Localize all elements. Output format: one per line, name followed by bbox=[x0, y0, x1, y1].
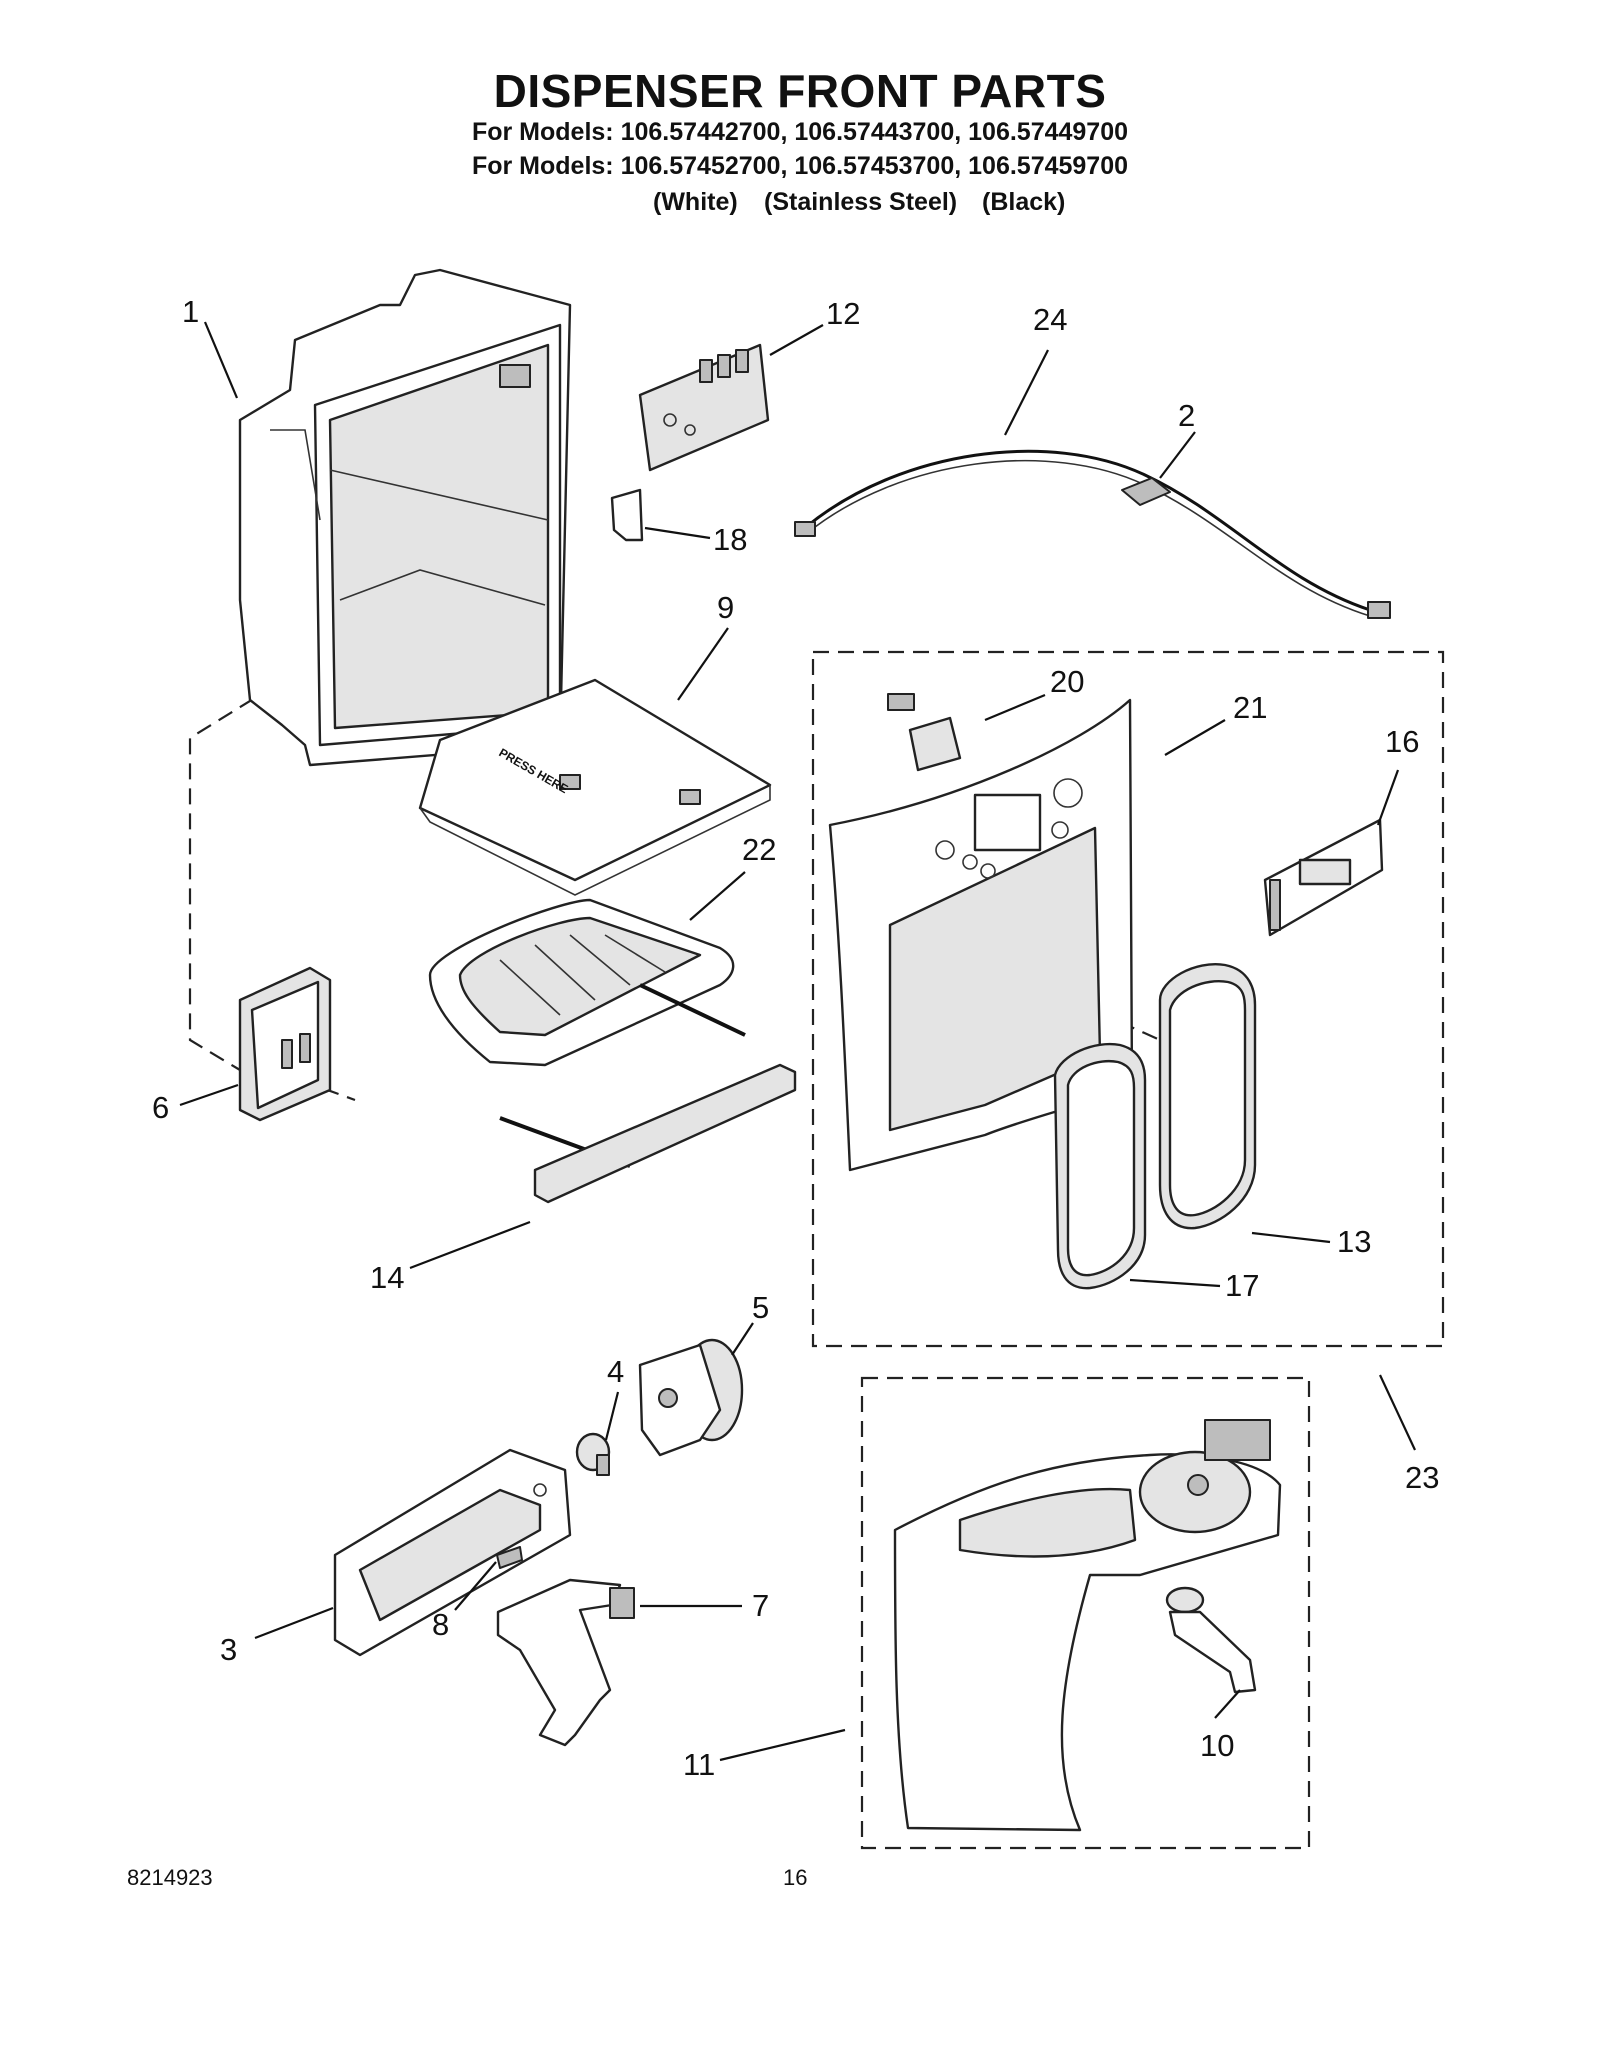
callout-4: 4 bbox=[607, 1354, 624, 1389]
part-21-front-panel bbox=[828, 698, 1134, 1172]
part-10-water-nozzle bbox=[1165, 1586, 1257, 1694]
callout-2: 2 bbox=[1178, 398, 1195, 433]
models-line-2: For Models: 106.57452700, 106.57453700, … bbox=[471, 152, 1129, 180]
color-black-label: (Black) bbox=[982, 188, 1066, 216]
part-22-drip-tray bbox=[428, 898, 735, 1067]
assembly-box-23 bbox=[811, 650, 1445, 1348]
callout-8: 8 bbox=[432, 1607, 449, 1642]
part-11-ice-chute bbox=[893, 1419, 1282, 1832]
part-13-ice-paddle bbox=[1158, 963, 1257, 1230]
part-9-actuator-plate: PRESS HERE bbox=[418, 678, 772, 896]
callout-9: 9 bbox=[717, 590, 734, 625]
callout-10: 10 bbox=[1200, 1728, 1234, 1763]
document-number: 8214923 bbox=[127, 1865, 213, 1890]
callout-24: 24 bbox=[1033, 302, 1067, 337]
callout-21: 21 bbox=[1233, 690, 1267, 725]
callout-7: 7 bbox=[752, 1588, 769, 1623]
part-14-cover-bar bbox=[499, 983, 797, 1204]
assembly-box-11 bbox=[860, 1376, 1311, 1850]
color-white-label: (White) bbox=[653, 188, 738, 216]
callout-3: 3 bbox=[220, 1632, 237, 1667]
callout-23: 23 bbox=[1405, 1460, 1439, 1495]
callout-6: 6 bbox=[152, 1090, 169, 1125]
part-7-lever bbox=[496, 1578, 635, 1747]
part-24-wire-harness bbox=[794, 449, 1391, 619]
callout-1: 1 bbox=[182, 294, 199, 329]
part-2-harness-clip bbox=[1121, 477, 1171, 506]
part-4-cam bbox=[575, 1432, 611, 1476]
part-3-bracket-housing bbox=[333, 1448, 572, 1657]
callout-16: 16 bbox=[1385, 724, 1419, 759]
callout-18: 18 bbox=[713, 522, 747, 557]
part-8-screw bbox=[496, 1546, 523, 1569]
callout-20: 20 bbox=[1050, 664, 1084, 699]
page-title: DISPENSER FRONT PARTS bbox=[493, 65, 1107, 117]
callout-5: 5 bbox=[752, 1290, 769, 1325]
part-20-connector bbox=[887, 693, 962, 772]
part-17-water-paddle bbox=[1053, 1042, 1147, 1290]
color-stainless-label: (Stainless Steel) bbox=[764, 188, 958, 216]
models-line-1: For Models: 106.57442700, 106.57443700, … bbox=[471, 118, 1129, 146]
part-5-motor bbox=[638, 1338, 744, 1457]
alignment-line-housing-to-switch bbox=[188, 527, 531, 1071]
callout-17: 17 bbox=[1225, 1268, 1259, 1303]
part-12-control-board bbox=[638, 343, 770, 472]
part-16-switch-board bbox=[1263, 818, 1384, 937]
callout-14: 14 bbox=[370, 1260, 404, 1295]
callout-labels: 1 12 24 2 18 9 20 21 16 22 6 14 13 17 5 … bbox=[152, 294, 1439, 1782]
part-18-bracket bbox=[610, 488, 644, 542]
callout-13: 13 bbox=[1337, 1224, 1371, 1259]
callout-22: 22 bbox=[742, 832, 776, 867]
leader-lines bbox=[179, 321, 1416, 1762]
callout-12: 12 bbox=[826, 296, 860, 331]
part-1-housing bbox=[238, 268, 572, 767]
part-6-switch bbox=[238, 966, 332, 1122]
page-number: 16 bbox=[783, 1865, 808, 1890]
callout-11: 11 bbox=[683, 1747, 715, 1782]
